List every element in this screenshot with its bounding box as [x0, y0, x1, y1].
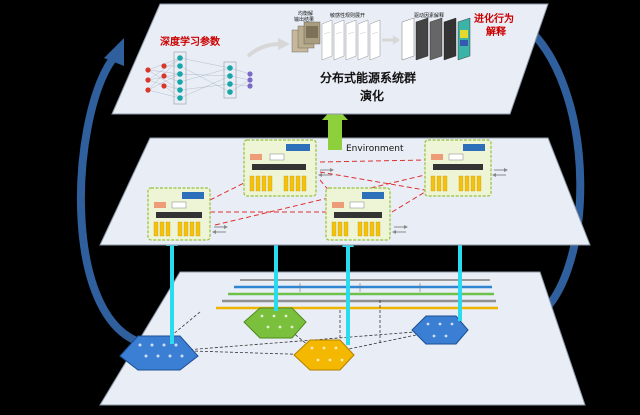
equilibrium-output-label: 均衡解 输出结果: [294, 10, 315, 23]
hex-cluster-green: [243, 307, 307, 339]
evolution-behavior-label: 进化行为 解释: [474, 12, 517, 38]
energy-module-3: [325, 187, 391, 241]
hex-cluster-yellow: [293, 339, 355, 371]
neural-network: [145, 51, 253, 105]
module-links: [209, 159, 426, 226]
hex-cluster-blue-left: [119, 335, 199, 371]
top-layer: 深度学习参数 均衡解 输出结果 敏感性规则展开: [111, 3, 549, 115]
hex-cluster-blue-right: [411, 315, 469, 345]
nn-to-output-arrow: [246, 38, 290, 58]
energy-module-1: [147, 187, 211, 241]
left-curve-arrow: [76, 38, 154, 349]
sensitivity-rule-pages: [321, 19, 381, 61]
equilibrium-output-images: [291, 21, 321, 53]
system-title: 分布式能源系统群 演化: [320, 70, 420, 103]
sensitivity-rule-label: 敏感性规则展开: [330, 12, 365, 19]
driver-factor-label: 驱动因素解释: [414, 12, 444, 19]
deep-learning-label: 深度学习参数: [160, 35, 221, 48]
bottom-layer: [99, 271, 586, 406]
environment-label: Environment: [346, 144, 404, 154]
energy-module-4: [424, 139, 492, 197]
side-arrows: [212, 168, 508, 234]
energy-module-2: [243, 139, 317, 197]
pages-to-driver-arrow: [382, 35, 400, 45]
driver-factor-panels: [401, 17, 471, 61]
